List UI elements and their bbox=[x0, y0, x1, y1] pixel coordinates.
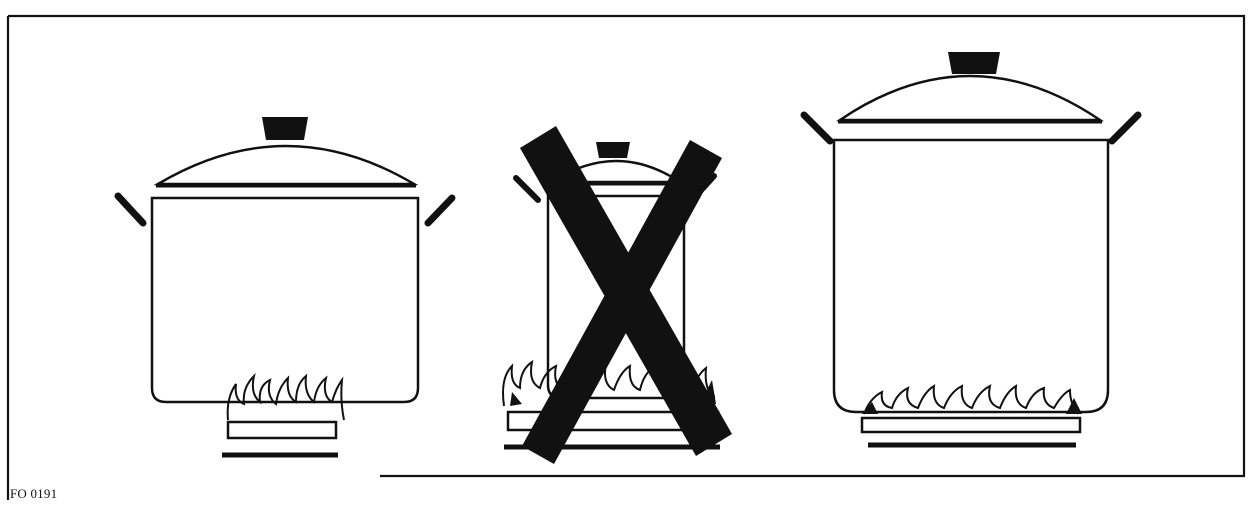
lid-knob bbox=[948, 52, 1000, 74]
flames bbox=[863, 384, 1079, 415]
burner-top bbox=[860, 416, 1082, 434]
left-handle bbox=[513, 175, 541, 203]
right-handle bbox=[1108, 111, 1142, 145]
left-handle bbox=[800, 111, 834, 145]
pot-lid bbox=[153, 144, 419, 186]
pot-correct-small-burner bbox=[114, 117, 456, 458]
cross-stroke-2 bbox=[522, 140, 722, 464]
pot-wrong-flames-too-large bbox=[502, 126, 732, 464]
pot-body bbox=[150, 196, 420, 404]
burner-top bbox=[226, 420, 338, 440]
left-handle bbox=[114, 192, 147, 227]
pot-body bbox=[832, 138, 1110, 414]
flames bbox=[226, 372, 345, 421]
figure-frame bbox=[6, 14, 1246, 500]
right-handle bbox=[424, 194, 456, 227]
lid-knob bbox=[262, 117, 308, 140]
lid-knob bbox=[596, 142, 630, 158]
pot-correct-large-burner bbox=[800, 52, 1142, 448]
figure-code: FO 0191 bbox=[10, 486, 58, 501]
pot-lid bbox=[835, 74, 1105, 122]
